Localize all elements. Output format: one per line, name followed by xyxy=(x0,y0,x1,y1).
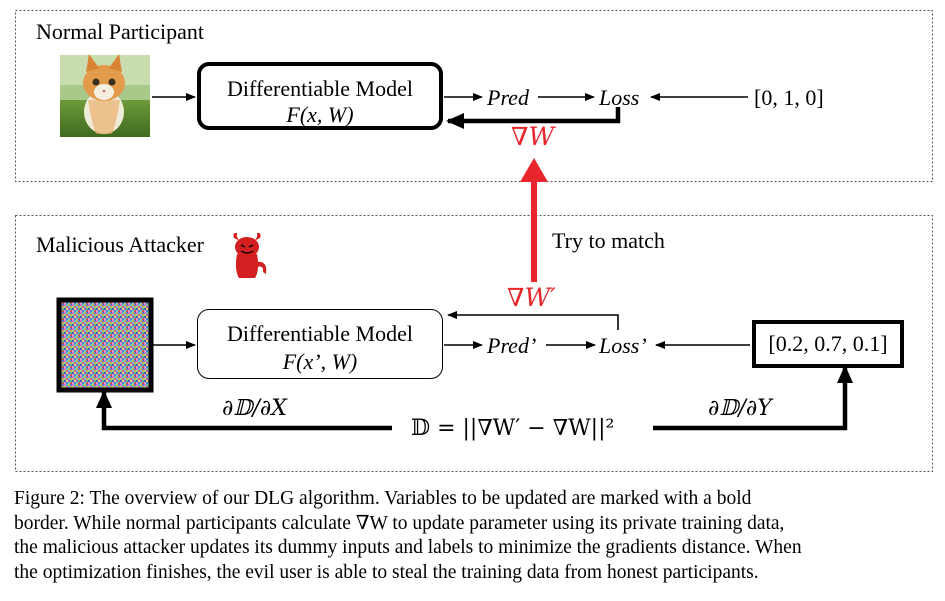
dy-label: ∂𝔻/∂Y xyxy=(708,396,772,421)
top-panel-title: Normal Participant xyxy=(36,19,205,44)
dummy-label: [0.2, 0.7, 0.1] xyxy=(768,331,888,356)
devil-icon xyxy=(233,232,267,278)
caption-line-3: the malicious attacker updates its dummy… xyxy=(14,537,802,558)
match-text: Try to match xyxy=(552,228,665,253)
loss-label-bottom: Loss’ xyxy=(599,333,647,358)
dummy-gradient-feedback-arrow xyxy=(447,311,619,330)
pred-label-bottom: Pred’ xyxy=(487,333,537,358)
dummy-gradient-label: ∇W′ xyxy=(507,283,556,312)
model-formula-top: F(x, W) xyxy=(286,102,354,127)
gradient-feedback-arrow xyxy=(446,107,621,129)
loss-label-top: Loss xyxy=(599,85,640,110)
model-label-top: Differentiable Model xyxy=(227,76,413,101)
match-arrow xyxy=(520,158,548,282)
update-label-arrow xyxy=(653,365,853,431)
true-label: [0, 1, 0] xyxy=(754,85,824,110)
bottom-panel-title: Malicious Attacker xyxy=(36,232,205,257)
gradient-label: ∇W xyxy=(511,122,555,151)
caption-line-1: Figure 2: The overview of our DLG algori… xyxy=(14,488,752,509)
pred-label-top: Pred xyxy=(487,85,529,110)
update-input-arrow xyxy=(96,390,392,431)
model-box-bottom: Differentiable Model F(x’, W) xyxy=(197,309,443,379)
caption-line-4: the optimization finishes, the evil user… xyxy=(14,561,759,583)
dummy-label-box: [0.2, 0.7, 0.1] xyxy=(752,320,904,368)
figure-caption: Figure 2: The overview of our DLG algori… xyxy=(14,487,934,585)
bottom-panel xyxy=(15,215,933,472)
noise-image xyxy=(56,297,154,393)
model-label-bottom: Differentiable Model xyxy=(227,321,413,346)
caption-line-2: border. While normal participants calcul… xyxy=(14,512,785,534)
model-formula-bottom: F(x’, W) xyxy=(282,349,358,374)
dx-label: ∂𝔻/∂X xyxy=(222,396,287,421)
kitten-photo xyxy=(60,54,150,137)
model-box-top: Differentiable Model F(x, W) xyxy=(197,62,443,130)
distance-equation: 𝔻 = ||∇W′ − ∇W||² xyxy=(407,418,619,440)
